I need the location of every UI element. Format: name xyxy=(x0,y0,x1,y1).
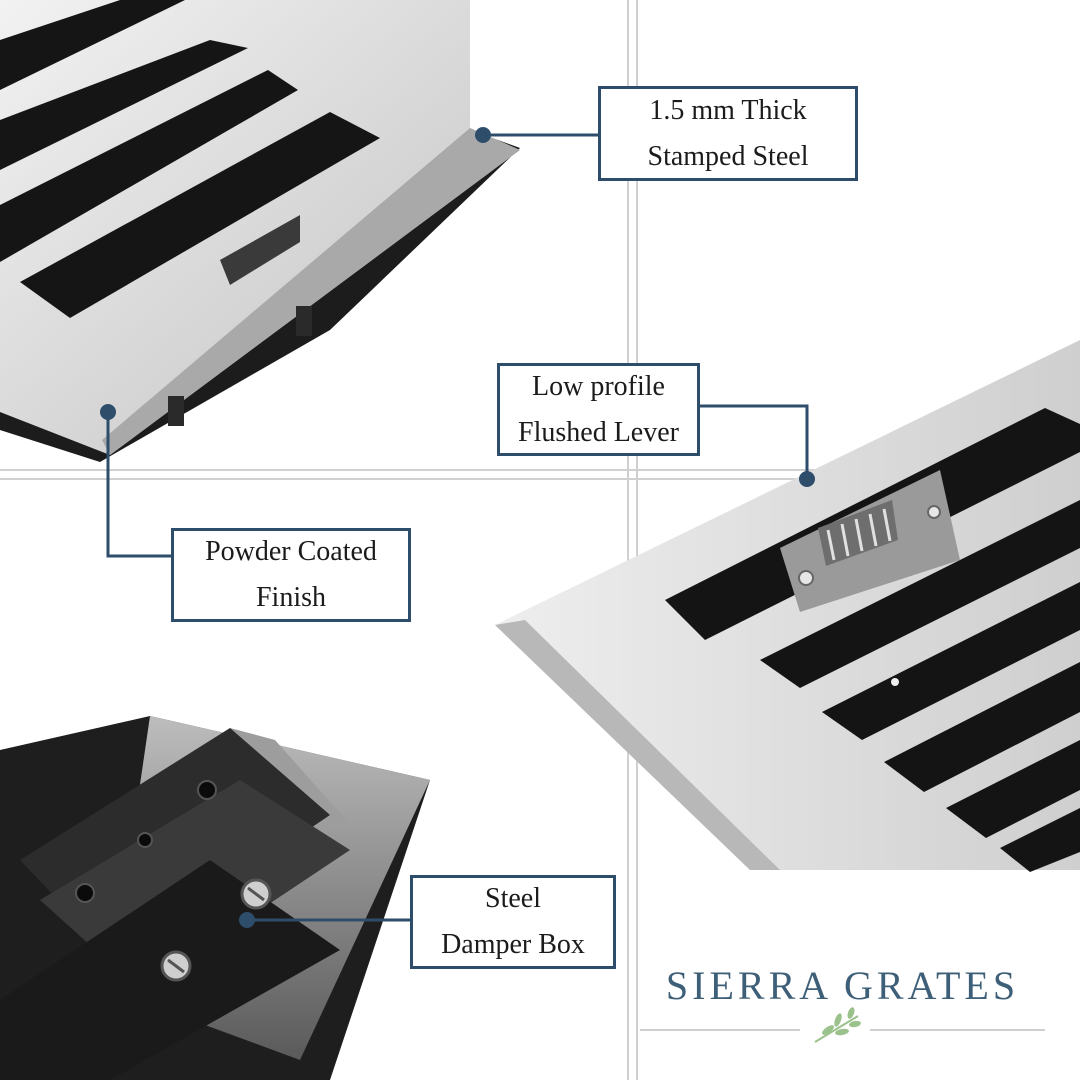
callout-text-line: Stamped Steel xyxy=(647,140,809,172)
callout-text-line: Powder Coated xyxy=(205,536,377,567)
callout-text-line: Steel xyxy=(485,883,541,914)
callout-stamped-steel: 1.5 mm Thick Stamped Steel xyxy=(598,86,858,181)
callout-powder-coated: Powder Coated Finish xyxy=(171,528,411,622)
callout-dots xyxy=(100,127,815,928)
brand-logo-text: SIERRA GRATES xyxy=(665,963,1020,1008)
leaf-sprig-icon xyxy=(814,1007,861,1043)
grate-photo-top-left xyxy=(0,0,520,462)
callout-text-line: 1.5 mm Thick xyxy=(649,94,807,126)
damper-box-photo xyxy=(0,716,430,1080)
callout-text-line: Flushed Lever xyxy=(518,416,679,448)
callout-text-line: Low profile xyxy=(532,370,665,402)
brand-divider xyxy=(640,1007,1045,1043)
grate-photo-right xyxy=(495,340,1080,872)
callout-flushed-lever: Low profile Flushed Lever xyxy=(497,363,700,456)
callout-damper-box: Steel Damper Box xyxy=(410,875,616,969)
callout-text-line: Damper Box xyxy=(441,929,585,960)
callout-leader-lines xyxy=(106,133,809,922)
callout-text-line: Finish xyxy=(255,582,327,613)
